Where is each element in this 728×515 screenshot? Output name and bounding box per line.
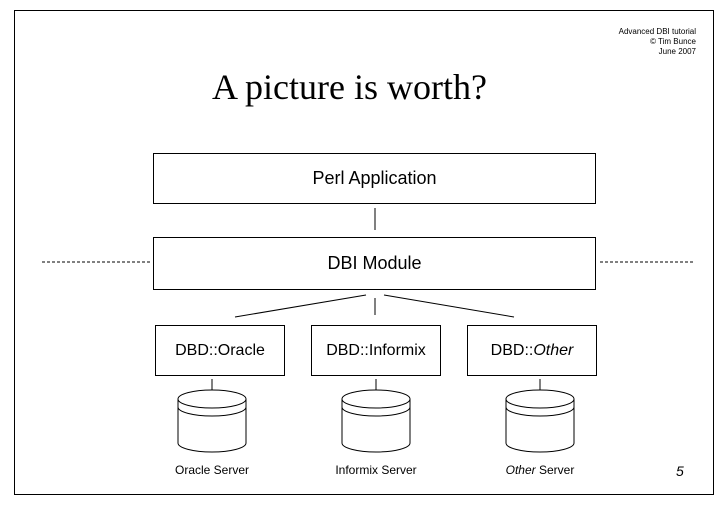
dbd-other-box: DBD::Other	[467, 325, 597, 376]
other-server-suffix: Server	[535, 463, 575, 477]
oracle-server-label: Oracle Server	[174, 463, 250, 477]
perl-application-label: Perl Application	[312, 168, 437, 188]
dbd-other-prefix: DBD::	[490, 341, 534, 359]
dbd-other-italic: Other	[533, 341, 574, 359]
perl-application-box: Perl Application	[153, 153, 596, 204]
connector-dbi-other	[383, 294, 515, 318]
informix-database-icon	[341, 379, 411, 453]
header-line-tutorial: Advanced DBI tutorial	[618, 27, 696, 36]
dbd-informix-box: DBD::Informix	[311, 325, 441, 376]
dbi-module-label: DBI Module	[327, 253, 422, 273]
header-note: Advanced DBI tutorial © Tim Bunce June 2…	[619, 27, 696, 57]
dbd-informix-label: DBD::Informix	[326, 341, 426, 359]
oracle-database-icon	[177, 379, 247, 453]
header-line-author: © Tim Bunce	[650, 37, 696, 46]
page-number: 5	[676, 463, 684, 479]
dbd-other-label: DBD::Other	[491, 342, 574, 360]
slide-title: A picture is worth?	[212, 67, 487, 107]
dbd-oracle-box: DBD::Oracle	[155, 325, 285, 376]
other-database-icon	[505, 379, 575, 453]
connector-dbi-oracle	[234, 294, 367, 318]
header-line-date: June 2007	[658, 47, 696, 56]
informix-server-label: Informix Server	[335, 463, 417, 477]
other-server-label: Other Server	[470, 463, 610, 477]
dbd-oracle-label: DBD::Oracle	[175, 341, 265, 359]
other-server-italic: Other	[505, 463, 536, 477]
dbi-module-box: DBI Module	[153, 237, 596, 290]
